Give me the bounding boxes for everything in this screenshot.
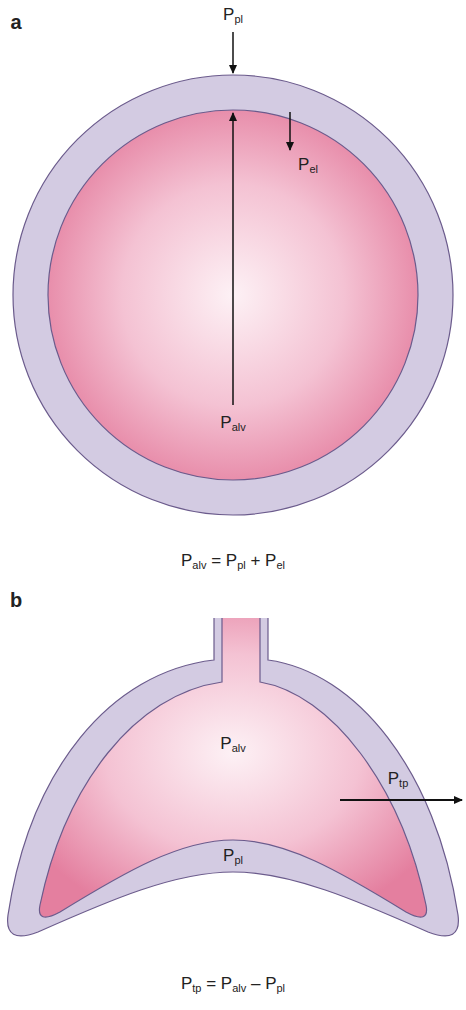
pleura-ring <box>13 75 453 515</box>
pressure-arrow <box>289 112 291 150</box>
subscript: tp <box>192 982 201 994</box>
subscript: tp <box>399 777 408 789</box>
equation: Palv = Ppl + Pel <box>181 551 285 572</box>
subscript: alv <box>192 559 206 571</box>
panel-letter: a <box>10 10 21 34</box>
pleura-outline <box>8 618 459 936</box>
subscript: pl <box>234 854 243 866</box>
pressure-arrow <box>232 32 234 73</box>
alveolus <box>48 110 418 480</box>
subscript: el <box>276 559 285 571</box>
subscript: alv <box>232 421 246 433</box>
lung-outline <box>39 618 426 917</box>
subscript: pl <box>234 13 243 25</box>
equation: Ptp = Palv – Ppl <box>181 974 285 995</box>
pleura-shape <box>8 618 459 936</box>
pressure-label: Ppl <box>223 846 243 867</box>
pressure-label: Pel <box>298 155 318 176</box>
lung-shape <box>39 618 426 917</box>
subscript: alv <box>232 982 246 994</box>
subscript: alv <box>232 742 246 754</box>
pressure-label: Ptp <box>388 769 409 790</box>
subscript: el <box>309 163 318 175</box>
pressure-label: Palv <box>220 413 245 434</box>
pressure-arrow <box>340 799 462 801</box>
pressure-label: Palv <box>220 734 245 755</box>
pressure-label: Ppl <box>223 5 243 26</box>
pressure-arrow <box>232 113 234 405</box>
subscript: pl <box>277 982 286 994</box>
subscript: pl <box>237 559 246 571</box>
panel-letter: b <box>10 588 22 612</box>
